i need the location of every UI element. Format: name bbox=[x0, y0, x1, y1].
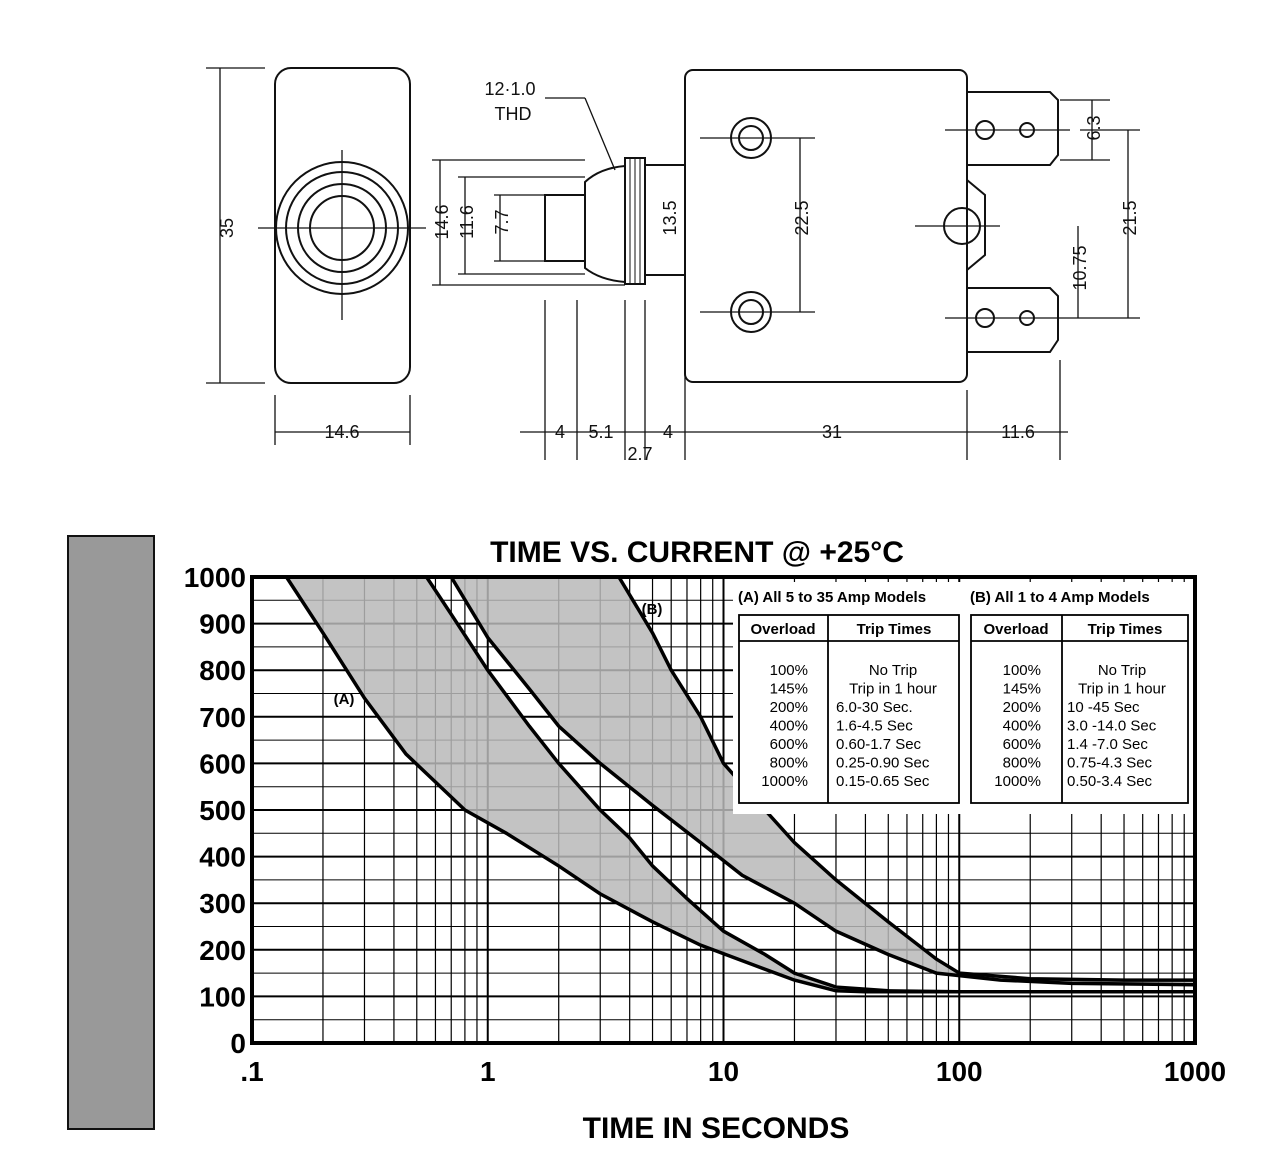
side-view-button bbox=[544, 194, 586, 262]
x-tick-label: .1 bbox=[240, 1056, 263, 1087]
table-trip-cell: 10 -45 Sec bbox=[1067, 699, 1140, 716]
dim-11-6b: 11.6 bbox=[1001, 422, 1035, 442]
dim-4b: 4 bbox=[663, 422, 673, 442]
table-trip-cell: 0.60-1.7 Sec bbox=[836, 736, 922, 753]
front-view-outline bbox=[274, 67, 411, 384]
y-tick-label: 600 bbox=[199, 748, 246, 779]
chart-title: TIME VS. CURRENT @ +25°C bbox=[490, 536, 904, 569]
time-current-chart: TIME VS. CURRENT @ +25°C 0 100 200 300 400 50… bbox=[67, 535, 1226, 1145]
table-overload-cell: 200% bbox=[770, 699, 808, 716]
curve-0-lower bbox=[284, 576, 1195, 994]
table-a-title: (A) All 5 to 35 Amp Models bbox=[738, 589, 926, 606]
y-tick-label: 200 bbox=[199, 935, 246, 966]
x-axis-ticks: .1 1 10 100 1000 bbox=[240, 1056, 1226, 1087]
table-trip-cell: 0.75-4.3 Sec bbox=[1067, 755, 1153, 772]
table-overload-cell: 145% bbox=[1003, 681, 1041, 698]
table-overload-cell: 600% bbox=[770, 736, 808, 753]
dim-14-6: 14.6 bbox=[432, 204, 452, 239]
side-view-bushing bbox=[584, 164, 626, 284]
band-1 bbox=[451, 577, 1195, 985]
dimension-drawing: 35 14.6 12·1.0 THD 14.6 11.6 7.7 13.5 22… bbox=[206, 67, 1140, 464]
curve-1-upper bbox=[617, 576, 1195, 982]
chart-bands bbox=[286, 577, 1195, 992]
label-A: (A) bbox=[334, 691, 355, 708]
curve-0-upper bbox=[425, 576, 1195, 994]
table-trip-cell: 0.50-3.4 Sec bbox=[1067, 773, 1153, 790]
dim-13-5: 13.5 bbox=[660, 200, 680, 235]
x-tick-label: 1000 bbox=[1164, 1056, 1226, 1087]
table-trip-cell: Trip in 1 hour bbox=[1078, 681, 1166, 698]
table-overload-cell: 600% bbox=[1003, 736, 1041, 753]
table-overload-cell: 400% bbox=[770, 718, 808, 735]
dim-22-5: 22.5 bbox=[792, 200, 812, 235]
table-trip-cell: 1.4 -7.0 Sec bbox=[1067, 736, 1148, 753]
table-trip-cell: 6.0-30 Sec. bbox=[836, 699, 913, 716]
y-axis-ticks: 0 100 200 300 400 500 600 700 800 900 1000 bbox=[184, 562, 246, 1059]
table-overload-cell: 800% bbox=[1003, 755, 1041, 772]
table-overload-cell: 400% bbox=[1003, 718, 1041, 735]
table-b-header-trip: Trip Times bbox=[1088, 621, 1163, 638]
table-overload-cell: 100% bbox=[1003, 662, 1041, 679]
table-b-title: (B) All 1 to 4 Amp Models bbox=[970, 589, 1150, 606]
table-b-header-overload: Overload bbox=[983, 621, 1048, 638]
terminal-top bbox=[967, 91, 1059, 166]
y-tick-label: 300 bbox=[199, 888, 246, 919]
table-trip-cell: 1.6-4.5 Sec bbox=[836, 718, 913, 735]
x-tick-label: 1 bbox=[480, 1056, 496, 1087]
x-tick-label: 100 bbox=[936, 1056, 983, 1087]
dim-31: 31 bbox=[822, 422, 842, 442]
table-trip-cell: No Trip bbox=[869, 662, 917, 679]
mounting-ear bbox=[966, 179, 986, 271]
dim-5-1: 5.1 bbox=[588, 422, 613, 442]
dim-7-7: 7.7 bbox=[492, 209, 512, 234]
y-tick-label: 0 bbox=[230, 1028, 246, 1059]
table-overload-cell: 145% bbox=[770, 681, 808, 698]
y-tick-label: 100 bbox=[199, 981, 246, 1012]
table-trip-cell: Trip in 1 hour bbox=[849, 681, 937, 698]
table-overload-cell: 100% bbox=[770, 662, 808, 679]
dim-2-7: 2.7 bbox=[627, 444, 652, 464]
dim-21-5: 21.5 bbox=[1120, 200, 1140, 235]
dim-6-3: 6.3 bbox=[1084, 115, 1104, 140]
gray-side-block bbox=[67, 535, 155, 1130]
table-a-header-trip: Trip Times bbox=[857, 621, 932, 638]
table-trip-cell: No Trip bbox=[1098, 662, 1146, 679]
y-tick-label: 1000 bbox=[184, 562, 246, 593]
table-trip-cell: 0.15-0.65 Sec bbox=[836, 773, 930, 790]
plot-frame bbox=[250, 575, 1197, 1045]
trip-table: (A) All 5 to 35 Amp Models (B) All 1 to … bbox=[733, 582, 1193, 814]
dim-10-75: 10.75 bbox=[1070, 245, 1090, 290]
x-axis-title: TIME IN SECONDS bbox=[583, 1112, 850, 1145]
table-overload-cell: 800% bbox=[770, 755, 808, 772]
dim-height: 35 bbox=[217, 218, 237, 238]
dim-width: 14.6 bbox=[324, 422, 359, 442]
y-tick-label: 800 bbox=[199, 655, 246, 686]
y-tick-label: 900 bbox=[199, 609, 246, 640]
chart-curves bbox=[284, 576, 1196, 994]
dim-4a: 4 bbox=[555, 422, 565, 442]
table-overload-cell: 1000% bbox=[761, 773, 808, 790]
y-tick-label: 400 bbox=[199, 842, 246, 873]
dim-thread: 12·1.0 bbox=[484, 79, 535, 99]
table-overload-cell: 1000% bbox=[994, 773, 1041, 790]
table-trip-cell: 3.0 -14.0 Sec bbox=[1067, 718, 1157, 735]
terminal-bottom bbox=[967, 287, 1059, 353]
table-overload-cell: 200% bbox=[1003, 699, 1041, 716]
dim-thread-unit: THD bbox=[495, 104, 532, 124]
x-tick-label: 10 bbox=[708, 1056, 739, 1087]
table-a-header-overload: Overload bbox=[750, 621, 815, 638]
y-tick-label: 700 bbox=[199, 702, 246, 733]
curve-1-lower bbox=[449, 576, 1196, 987]
table-trip-cell: 0.25-0.90 Sec bbox=[836, 755, 930, 772]
label-B: (B) bbox=[642, 601, 663, 618]
y-tick-label: 500 bbox=[199, 795, 246, 826]
dim-11-6: 11.6 bbox=[457, 205, 477, 239]
band-0 bbox=[286, 577, 1195, 992]
